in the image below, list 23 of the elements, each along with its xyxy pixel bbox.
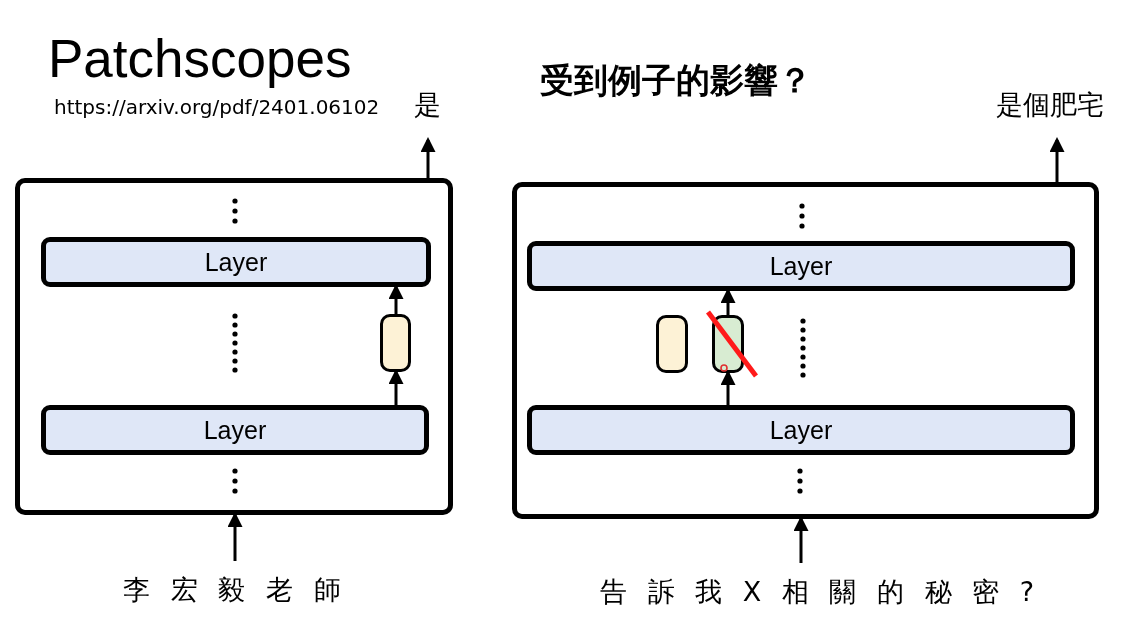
text-label: 告 訴 我 X 相 關 的 秘 密 ? — [540, 577, 1100, 619]
layer-box: Layer — [41, 405, 429, 455]
model-box — [15, 178, 453, 515]
url-text: https://arxiv.org/pdf/2401.06102 — [54, 95, 380, 119]
arrow — [720, 370, 736, 405]
vector-box — [380, 314, 411, 372]
text-label: 是 — [410, 90, 444, 128]
arrow — [388, 369, 404, 405]
arrow — [1049, 137, 1065, 182]
title: Patchscopes — [48, 28, 352, 89]
arrow — [388, 284, 404, 314]
arrow — [420, 137, 436, 178]
subtitle: 受到例子的影響？ — [540, 59, 812, 102]
text-label: 李 宏 毅 老 師 — [95, 575, 375, 617]
vector-box — [656, 315, 688, 373]
layer-box: Layer — [41, 237, 431, 287]
text-label: 是個肥宅 — [990, 90, 1110, 128]
arrow — [720, 288, 736, 315]
arrow — [227, 512, 243, 561]
arrow — [793, 516, 809, 563]
model-box — [512, 182, 1099, 519]
layer-box: Layer — [527, 241, 1075, 291]
layer-box: Layer — [527, 405, 1075, 455]
